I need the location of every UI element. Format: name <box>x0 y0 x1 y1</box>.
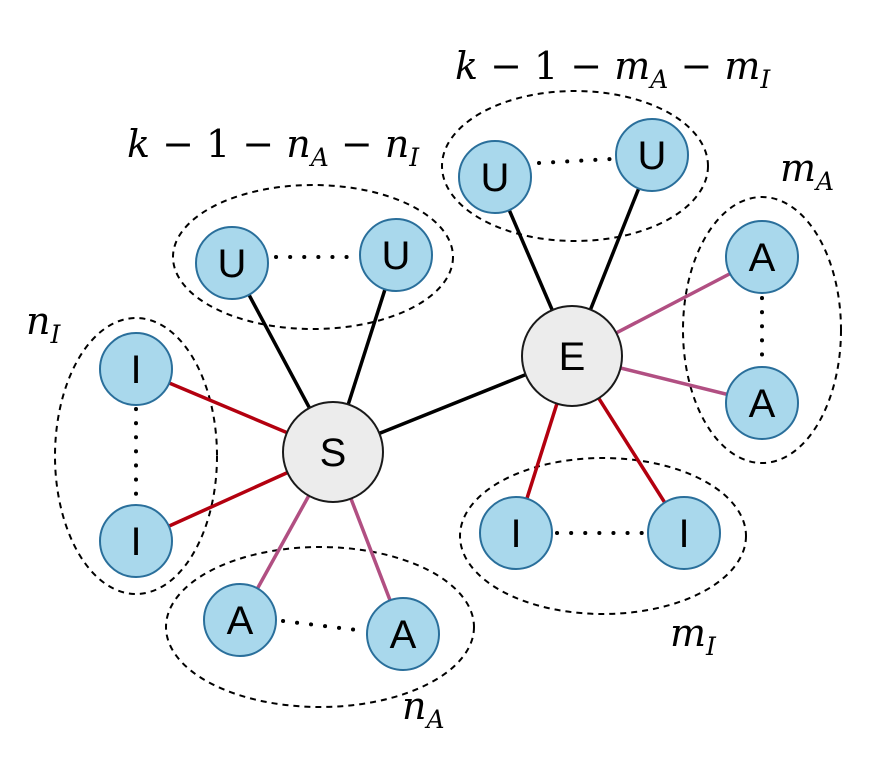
node-s-unknown-2: U <box>359 218 433 292</box>
node-label: U <box>218 242 247 286</box>
node-label: I <box>130 348 141 392</box>
node-e-unknown-2: U <box>615 118 689 192</box>
s-aware-group <box>165 546 475 708</box>
s-infected-group <box>54 317 218 595</box>
node-label: I <box>678 512 689 556</box>
node-label: U <box>382 234 411 278</box>
node-s-unknown-1: U <box>195 226 269 300</box>
label-s-unknown-count: k − 1 − nA − nI <box>127 122 420 175</box>
node-s-aware-1: A <box>203 583 277 657</box>
node-s: S <box>282 401 384 503</box>
label-n-i: nI <box>26 299 61 349</box>
s-unknown-group <box>172 184 454 330</box>
node-e: E <box>521 305 623 407</box>
node-label: I <box>510 512 521 556</box>
label-m-a: mA <box>780 146 834 196</box>
node-s-label: S <box>320 431 347 475</box>
e-aware-group <box>682 196 842 464</box>
label-n-a: nA <box>402 684 445 734</box>
node-e-aware-1: A <box>725 220 799 294</box>
node-s-aware-2: A <box>366 597 440 671</box>
node-label: A <box>749 236 776 280</box>
node-label: A <box>749 382 776 426</box>
node-label: A <box>390 613 417 657</box>
node-e-label: E <box>559 335 586 379</box>
dots-s-aware <box>281 619 367 633</box>
node-e-infected-1: I <box>479 496 553 570</box>
node-label: U <box>481 156 510 200</box>
node-e-aware-2: A <box>725 366 799 440</box>
node-label: I <box>130 520 141 564</box>
label-e-unknown-count: k − 1 − mA − mI <box>455 44 771 97</box>
e-infected-group <box>459 457 747 615</box>
label-m-i: mI <box>670 611 717 661</box>
e-unknown-group <box>441 90 709 242</box>
dots-e-unknown <box>537 157 613 165</box>
node-s-infected-2: I <box>99 504 173 578</box>
node-e-unknown-1: U <box>458 140 532 214</box>
node-label: U <box>638 134 667 178</box>
node-s-infected-1: I <box>99 332 173 406</box>
node-e-infected-2: I <box>647 496 721 570</box>
node-label: A <box>227 599 254 643</box>
